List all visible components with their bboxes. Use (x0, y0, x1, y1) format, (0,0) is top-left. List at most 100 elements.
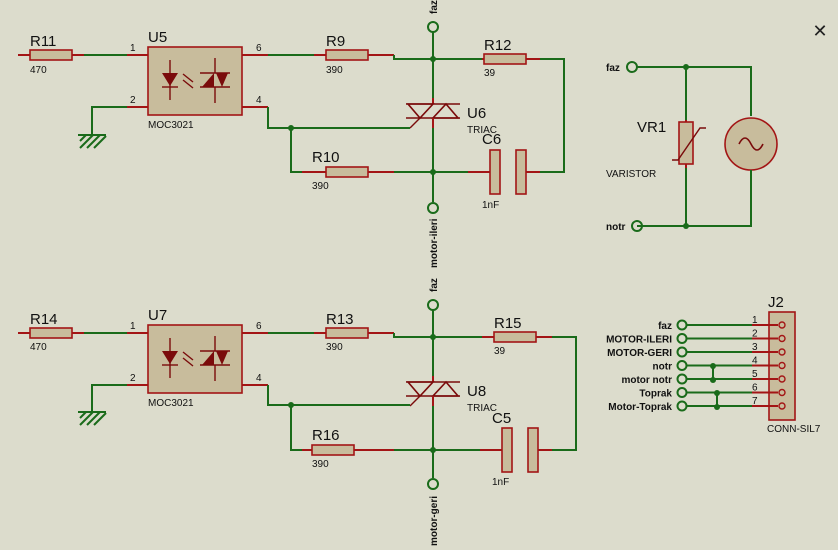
vr1-ref: VR1 (637, 119, 666, 136)
j2-net-terminal[interactable] (676, 319, 688, 331)
triac-u8[interactable]: U8 TRIAC (406, 376, 497, 414)
j2-net-label: notr (653, 362, 673, 373)
c6-ref: C6 (482, 131, 501, 148)
resistor-r16[interactable]: R16 390 (302, 427, 394, 470)
net-label-faz-1: faz (429, 0, 440, 14)
ground-symbol-2 (78, 384, 127, 426)
j2-net-label: MOTOR-ILERI (606, 335, 672, 346)
j2-pin-4[interactable]: notr 4 (653, 356, 786, 373)
u7-pin6: 6 (256, 321, 262, 332)
u6-part: TRIAC (467, 125, 497, 136)
u8-ref: U8 (467, 383, 486, 400)
j2-pin-number: 2 (752, 329, 758, 340)
resistor-r9[interactable]: R9 390 (314, 33, 394, 76)
r11-ref: R11 (30, 33, 56, 50)
connector-j2[interactable]: J2 CONN-SIL7 faz1MOTOR-ILERI2MOTOR-GERI3… (606, 294, 821, 435)
resistor-r15[interactable]: R15 39 (482, 315, 552, 357)
j2-net-terminal[interactable] (676, 373, 688, 385)
u5-pin4: 4 (256, 95, 262, 106)
ac-source-icon (724, 117, 778, 171)
j2-pin-1[interactable]: faz 1 (658, 315, 786, 332)
optocoupler-u7[interactable]: U7 MOC3021 1 2 6 4 (127, 307, 268, 409)
net-label-notr-1: notr (606, 222, 626, 233)
j2-net-terminal[interactable] (676, 333, 688, 344)
resistor-r10[interactable]: R10 390 (302, 149, 394, 192)
r14-value: 470 (30, 342, 47, 353)
j2-net-terminal[interactable] (676, 360, 688, 371)
u6-ref: U6 (467, 105, 486, 122)
c5-value: 1nF (492, 477, 509, 488)
led-symbol-icon (162, 338, 194, 378)
net-terminal-notr-1[interactable]: notr (606, 220, 643, 233)
j2-pin-2[interactable]: MOTOR-ILERI 2 (606, 329, 786, 346)
resistor-r14[interactable]: R14 470 (18, 311, 84, 353)
j2-net-label: faz (658, 321, 672, 332)
net-terminal-faz-1[interactable]: faz (427, 0, 440, 98)
r10-value: 390 (312, 181, 329, 192)
r12-value: 39 (484, 68, 496, 79)
j2-net-terminal[interactable] (676, 387, 688, 398)
net-label-motor-geri: motor-geri (429, 496, 440, 546)
j2-pin-number: 4 (752, 356, 758, 367)
r12-ref: R12 (484, 37, 512, 54)
r15-ref: R15 (494, 315, 522, 332)
j2-pin-7[interactable]: Motor-Toprak 7 (608, 396, 786, 413)
j2-pin-pad (778, 388, 786, 397)
j2-pin-pad (778, 321, 786, 329)
resistor-r13[interactable]: R13 390 (314, 311, 394, 353)
j2-net-terminal[interactable] (676, 346, 688, 358)
u5-ref: U5 (148, 29, 167, 46)
j2-pin-number: 7 (752, 396, 758, 407)
j2-pin-pad (778, 361, 786, 370)
r11-value: 470 (30, 65, 47, 76)
resistor-r12[interactable]: R12 39 (482, 37, 540, 79)
circuit-block-forward: R11 470 (18, 0, 565, 268)
u7-part: MOC3021 (148, 398, 194, 409)
capacitor-c6[interactable]: C6 1nF (468, 131, 540, 211)
net-terminal-motor-ileri[interactable]: motor-ileri (427, 202, 440, 268)
circuit-block-reverse: R14 470 U7 (18, 278, 577, 546)
j2-net-label: Toprak (639, 389, 672, 400)
diac-symbol-icon (200, 336, 230, 381)
c5-ref: C5 (492, 410, 511, 427)
r13-value: 390 (326, 342, 343, 353)
u5-pin2: 2 (130, 95, 136, 106)
u5-part: MOC3021 (148, 120, 194, 131)
net-terminal-faz-2[interactable]: faz (427, 278, 440, 376)
r14-ref: R14 (30, 311, 58, 328)
net-terminal-motor-geri[interactable]: motor-geri (427, 478, 440, 546)
u5-pin6: 6 (256, 43, 262, 54)
r9-ref: R9 (326, 33, 345, 50)
triac-u6[interactable]: U6 TRIAC (406, 98, 497, 136)
r16-value: 390 (312, 459, 329, 470)
j2-pin-pad (778, 334, 786, 343)
r10-ref: R10 (312, 149, 340, 166)
r15-value: 39 (494, 346, 506, 357)
u7-pin2: 2 (130, 373, 136, 384)
r16-ref: R16 (312, 427, 340, 444)
j2-pin-number: 3 (752, 342, 758, 353)
j2-net-label: MOTOR-GERI (607, 348, 672, 359)
optocoupler-u5[interactable]: U5 MOC3021 1 2 6 4 (127, 29, 268, 131)
diac-symbol-icon (200, 58, 230, 103)
ground-symbol-1 (78, 106, 127, 149)
u7-ref: U7 (148, 307, 167, 324)
j2-pin-number: 1 (752, 315, 758, 326)
varistor-vr1[interactable]: VR1 VARISTOR (606, 119, 706, 180)
j2-pin-3[interactable]: MOTOR-GERI 3 (607, 342, 786, 359)
j2-net-terminal[interactable] (676, 400, 688, 412)
j2-net-label: Motor-Toprak (608, 402, 672, 413)
r9-value: 390 (326, 65, 343, 76)
u7-pin4: 4 (256, 373, 262, 384)
resistor-r11[interactable]: R11 470 (18, 33, 84, 76)
capacitor-c5[interactable]: C5 1nF (480, 410, 552, 488)
varistor-section: faz VR1 VARISTOR notr (606, 61, 778, 233)
net-terminal-faz-3[interactable]: faz (606, 61, 638, 74)
r13-ref: R13 (326, 311, 354, 328)
net-label-motor-ileri: motor-ileri (429, 218, 440, 268)
vr1-part: VARISTOR (606, 169, 656, 180)
close-icon[interactable]: ✕ (812, 21, 828, 42)
